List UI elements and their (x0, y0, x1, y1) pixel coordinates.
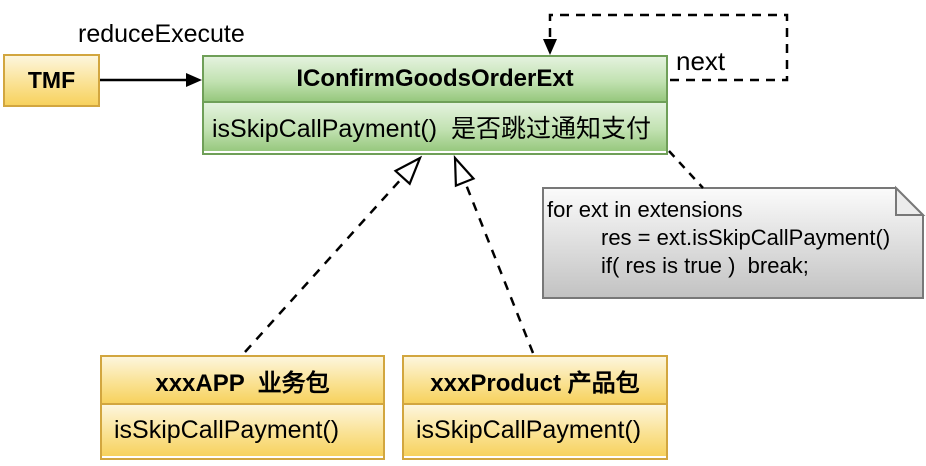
interface-node-title: IConfirmGoodsOrderExt (204, 57, 666, 103)
note-connector (668, 150, 704, 189)
note-body: for ext in extensions res = ext.isSkipCa… (547, 196, 919, 280)
impl-node-method: isSkipCallPayment() (102, 405, 383, 456)
note-line: res = ext.isSkipCallPayment() (601, 225, 891, 250)
interface-node-method: isSkipCallPayment() 是否跳过通知支付 (204, 103, 666, 151)
impl-node-method: isSkipCallPayment() (404, 405, 666, 456)
realization-arrow-app (244, 155, 423, 353)
realization-arrow-product (453, 155, 535, 354)
note-shape (542, 185, 926, 299)
reduce-execute-arrow (100, 73, 202, 87)
tmf-node-label: TMF (27, 67, 76, 93)
reduce-execute-label: reduceExecute (78, 20, 245, 48)
next-loop-arrow (543, 13, 789, 82)
impl-node-xxxproduct: xxxProduct 产品包 isSkipCallPayment() (402, 355, 668, 460)
tmf-node: TMF (3, 54, 100, 107)
impl-node-xxxapp: xxxAPP 业务包 isSkipCallPayment() (100, 355, 385, 460)
interface-node: IConfirmGoodsOrderExt isSkipCallPayment(… (202, 55, 668, 155)
note-line: for ext in extensions (547, 197, 743, 222)
next-label: next (676, 46, 726, 76)
note-line: if( res is true ) break; (601, 253, 809, 278)
impl-node-title: xxxAPP 业务包 (102, 357, 383, 405)
impl-node-title: xxxProduct 产品包 (404, 357, 666, 405)
